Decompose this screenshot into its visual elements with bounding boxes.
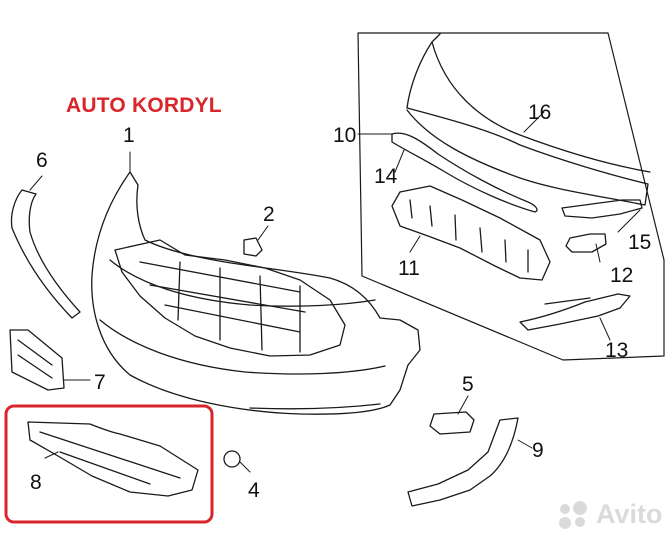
site-watermark-text: Avito [596, 499, 663, 529]
callout-8: 8 [30, 471, 42, 494]
part-1-bumper-cover [91, 171, 421, 415]
highlight-box [4, 404, 214, 524]
callout-15: 15 [628, 231, 652, 254]
callout-6: 6 [36, 149, 48, 172]
callout-1: 1 [123, 124, 135, 147]
callout-11: 11 [398, 257, 420, 280]
part-8-undertray [27, 421, 199, 497]
part-15-bracket [561, 199, 643, 219]
leader-lines [29, 111, 641, 473]
inset-frame [357, 32, 665, 361]
part-16-upper-trim [406, 33, 651, 206]
part-6-side-bracket [10, 189, 81, 319]
callout-7: 7 [94, 371, 106, 394]
avito-dots-icon [559, 500, 587, 529]
callout-5: 5 [462, 373, 474, 396]
callout-2: 2 [263, 203, 275, 226]
site-watermark: Avito [556, 499, 663, 530]
part-7-license-bracket [9, 329, 65, 391]
part-14-strip [391, 132, 538, 213]
callout-10: 10 [333, 124, 357, 147]
callout-4: 4 [248, 479, 260, 502]
callout-9: 9 [532, 439, 544, 462]
callout-12: 12 [610, 264, 634, 287]
part-5-clip [429, 411, 475, 435]
part-9-bracket [407, 417, 519, 507]
part-12-bracket [565, 233, 607, 253]
part-4-cap [223, 450, 241, 468]
bumper-grille-frame [114, 239, 346, 357]
part-2-clip [243, 237, 263, 257]
callout-16: 16 [528, 101, 552, 124]
brand-watermark: AUTO KORDYL [66, 94, 222, 117]
part-13-lower-trim [519, 293, 631, 331]
callout-13: 13 [605, 339, 629, 362]
callout-14: 14 [374, 165, 398, 188]
part-11-absorber [391, 185, 551, 281]
